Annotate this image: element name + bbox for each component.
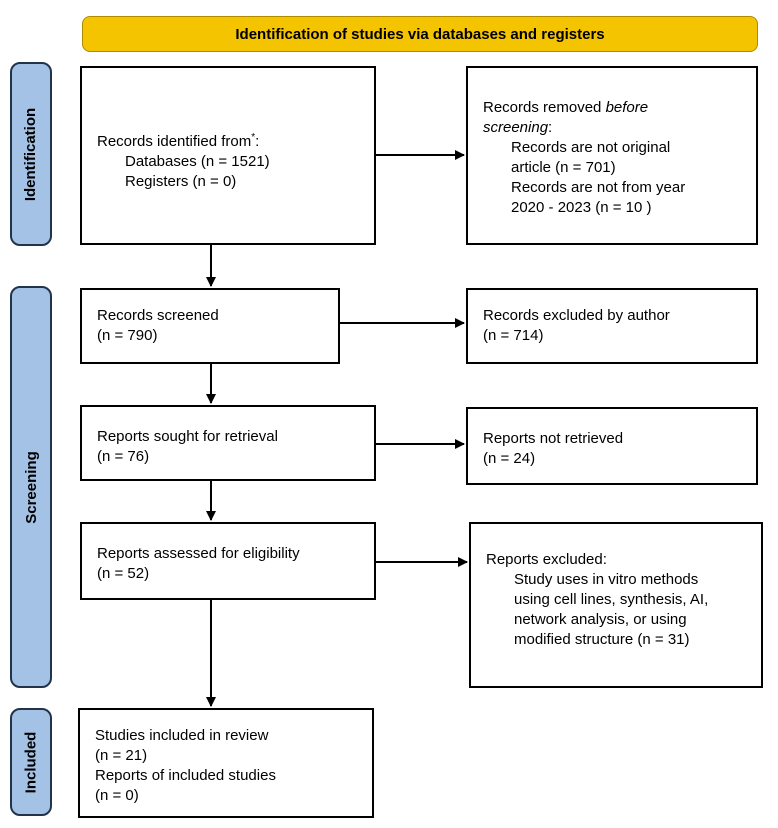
header-title: Identification of studies via databases … [235, 25, 605, 43]
records-removed-heading-text: Records removed [483, 99, 606, 116]
exclusion-reason-line: network analysis, or using [514, 611, 687, 628]
records-identified-heading: Records identified from*: [97, 128, 368, 152]
reports-sought-label: Reports sought for retrieval [97, 428, 278, 445]
reports-excluded-label: Reports excluded: [486, 551, 607, 568]
records-identified-lead: Records identified from [97, 133, 252, 150]
records-removed-screening: screening [483, 119, 549, 136]
reports-sought-count: (n = 76) [97, 448, 150, 465]
registers-count: Registers (n = 0) [125, 173, 237, 190]
reports-assessed-label: Reports assessed for eligibility [97, 545, 300, 562]
reports-assessed-box: Reports assessed for eligibility (n = 52… [80, 522, 376, 600]
removed-line: Records are not original [511, 139, 671, 156]
reports-not-retrieved-box: Reports not retrieved (n = 24) [466, 407, 758, 485]
flow-header: Identification of studies via databases … [82, 16, 758, 52]
records-screened-count: (n = 790) [97, 327, 158, 344]
records-screened-box: Records screened (n = 790) [80, 288, 340, 364]
records-removed-heading: Records removed before [483, 98, 750, 118]
records-identified-colon: : [255, 133, 260, 150]
phase-included: Included [10, 708, 52, 816]
exclusion-reason-line: using cell lines, synthesis, AI, [514, 591, 709, 608]
phase-screening: Screening [10, 286, 52, 688]
records-removed-before: before [605, 99, 649, 116]
included-reports-count: (n = 0) [95, 787, 139, 804]
records-removed-heading-2: screening: [483, 118, 750, 138]
removed-line: 2020 - 2023 (n = 10 ) [511, 199, 652, 216]
reports-not-retrieved-count: (n = 24) [483, 450, 536, 467]
records-screened-label: Records screened [97, 307, 219, 324]
footnote-mark: * [251, 132, 256, 143]
studies-included-box: Studies included in review (n = 21) Repo… [78, 708, 374, 818]
reports-not-retrieved-label: Reports not retrieved [483, 430, 624, 447]
phase-identification: Identification [10, 62, 52, 246]
records-removed-colon: : [548, 119, 553, 136]
reports-assessed-count: (n = 52) [97, 565, 150, 582]
records-removed-box: Records removed before screening: Record… [466, 66, 758, 245]
reports-excluded-box: Reports excluded: Study uses in vitro me… [469, 522, 763, 688]
databases-count: Databases (n = 1521) [125, 153, 270, 170]
included-reports-label: Reports of included studies [95, 767, 276, 784]
records-excluded-label: Records excluded by author [483, 307, 670, 324]
removed-line: article (n = 701) [511, 159, 616, 176]
studies-included-count: (n = 21) [95, 747, 148, 764]
reports-sought-box: Reports sought for retrieval (n = 76) [80, 405, 376, 481]
records-identified-box: Records identified from*: Databases (n =… [80, 66, 376, 245]
records-excluded-box: Records excluded by author (n = 714) [466, 288, 758, 364]
removed-line: Records are not from year [511, 179, 686, 196]
exclusion-reason-line: modified structure (n = 31) [514, 631, 690, 648]
studies-included-label: Studies included in review [95, 727, 269, 744]
records-excluded-count: (n = 714) [483, 327, 544, 344]
exclusion-reason-line: Study uses in vitro methods [514, 571, 699, 588]
